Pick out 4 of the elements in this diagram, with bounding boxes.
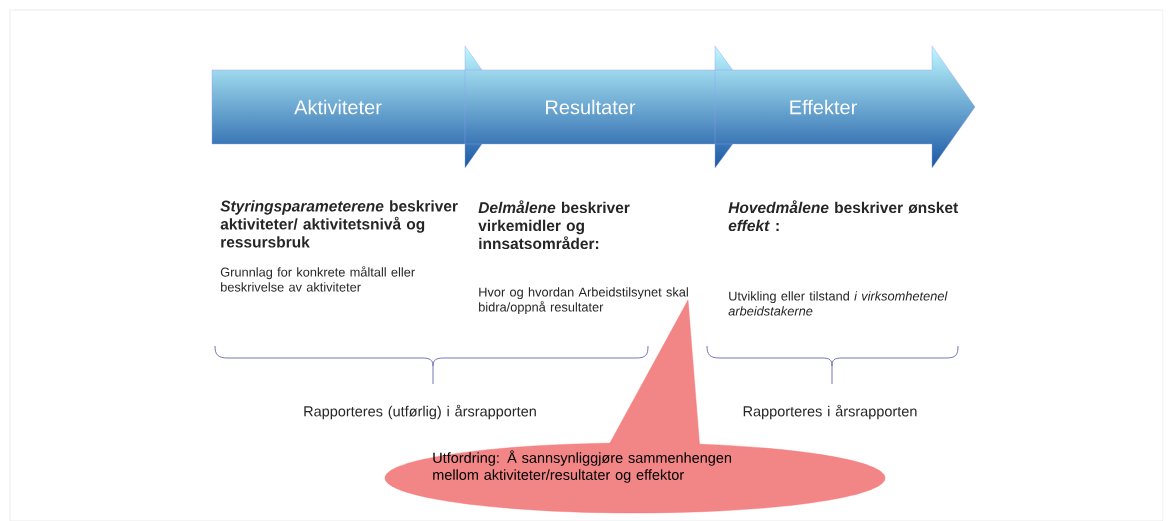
description-heading: Delmålene beskriver virkemidler og innsatsområder: — [478, 200, 630, 250]
description-heading: Hovedmålene beskriver ønsket effekt : — [728, 200, 958, 232]
description-text: Grunnlag for konkrete måltall eller beskrivelse av aktiviteter — [220, 266, 415, 292]
description-heading: Styringsparameterene beskriver aktiviteter/ aktivitetsnivå og ressursbruk — [220, 200, 458, 248]
